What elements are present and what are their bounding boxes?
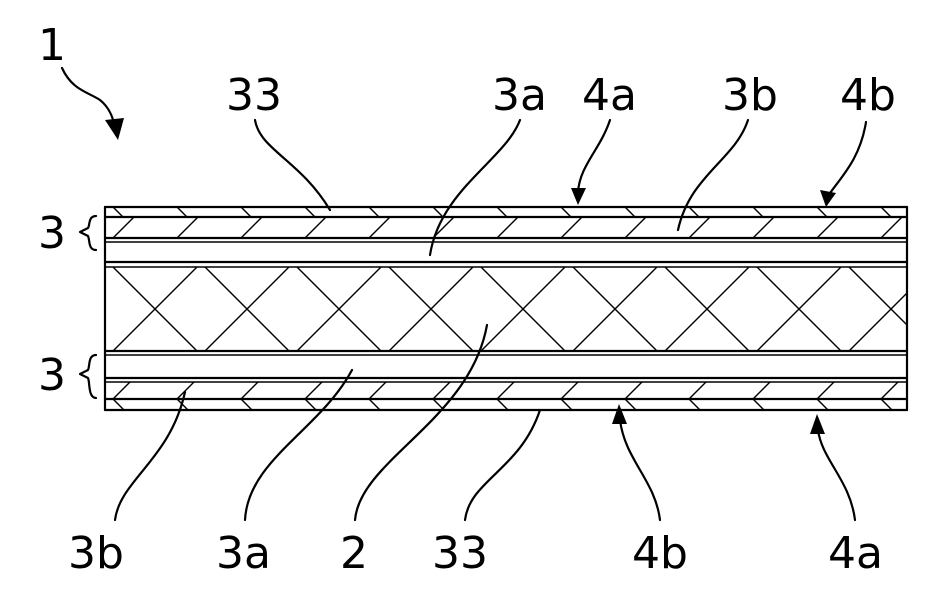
arrow-4a-top-icon	[571, 188, 586, 205]
label-top-4a: 4a	[582, 70, 637, 121]
leader-4a-bottom	[818, 430, 855, 520]
label-bottom-4a: 4a	[828, 528, 883, 579]
leader-4a-top	[578, 120, 610, 192]
coating-hatch-line	[369, 399, 380, 410]
label-top-3a: 3a	[492, 70, 547, 121]
coating-hatch-line	[433, 207, 443, 217]
label-top-3b: 3b	[722, 70, 778, 121]
coating-hatch-line	[497, 399, 508, 410]
bottom-coating-hatch	[113, 399, 892, 410]
arrow-4b-top-icon	[820, 190, 836, 207]
layer-3b-hatch-line	[561, 382, 578, 399]
laminate-body	[105, 207, 907, 410]
label-bottom-2: 2	[340, 528, 368, 579]
leader-4b-bottom	[620, 420, 660, 520]
layer-3b-hatch-line	[817, 382, 834, 399]
coating-hatch-line	[113, 207, 123, 217]
label-bottom-3a: 3a	[216, 528, 271, 579]
coating-hatch-line	[753, 399, 764, 410]
coating-hatch-line	[369, 207, 379, 217]
bracket-3-bottom	[80, 355, 96, 398]
coating-hatch-line	[689, 399, 700, 410]
coating-hatch-line	[305, 207, 315, 217]
label-figure-1: 1	[38, 20, 66, 71]
layer-3b-hatch-line	[433, 382, 450, 399]
layer-3b-hatch-line	[369, 382, 386, 399]
coating-hatch-line	[561, 207, 571, 217]
leader-lines	[62, 68, 866, 520]
layer-3b-hatch-line	[625, 217, 646, 238]
arrow-4b-bottom-icon	[612, 404, 627, 424]
coating-hatch-line	[305, 399, 316, 410]
bottom-layer-3b-hatch	[113, 382, 898, 399]
leader-4b-top	[828, 122, 866, 196]
layer-3b-hatch-line	[241, 217, 262, 238]
coating-hatch-line	[881, 207, 891, 217]
core-crosshatch	[113, 267, 907, 351]
layer-3b-hatch-line	[113, 217, 134, 238]
layer-3b-hatch-line	[177, 382, 194, 399]
label-bottom-4b: 4b	[632, 528, 688, 579]
layer-3b-hatch-line	[241, 382, 258, 399]
core-hatch-line	[849, 267, 907, 325]
coating-hatch-line	[817, 207, 827, 217]
leader-3b-bottom	[115, 392, 185, 520]
layer-3b-hatch-line	[305, 382, 322, 399]
layer-3b-hatch-line	[689, 382, 706, 399]
leader-3b-top	[678, 120, 748, 230]
layer-3b-hatch-line	[369, 217, 390, 238]
layer-3b-hatch-line	[881, 382, 898, 399]
leader-3a-top	[430, 120, 520, 255]
label-left-3-top: 3	[38, 208, 66, 259]
arrow-1-icon	[105, 118, 124, 140]
layer-3b-hatch-line	[497, 382, 514, 399]
coating-hatch-line	[241, 399, 252, 410]
coating-hatch-line	[177, 207, 187, 217]
coating-hatch-line	[753, 207, 763, 217]
layer-3b-hatch-line	[497, 217, 518, 238]
coating-hatch-line	[561, 399, 572, 410]
coating-hatch-line	[817, 399, 828, 410]
layer-3b-hatch-line	[561, 217, 582, 238]
layer-3b-hatch-line	[305, 217, 326, 238]
leader-33-top	[255, 120, 330, 210]
coating-hatch-line	[497, 207, 507, 217]
label-bottom-33: 33	[432, 528, 488, 579]
coating-hatch-line	[625, 399, 636, 410]
top-layer-3b-hatch	[113, 217, 902, 238]
core-hatch-line	[849, 293, 907, 351]
layer-3b-hatch-line	[753, 382, 770, 399]
bracket-3-top	[80, 216, 96, 250]
label-top-33: 33	[226, 70, 282, 121]
arrow-4a-bottom-icon	[810, 414, 825, 434]
reference-labels: 1 33 3a 4a 3b 4b 3 3 3b 3a 2 33 4b 4a	[38, 20, 896, 579]
layer-3b-hatch-line	[689, 217, 710, 238]
label-left-3-bottom: 3	[38, 350, 66, 401]
top-coating-hatch	[113, 207, 891, 217]
coating-hatch-line	[241, 207, 251, 217]
layer-3b-hatch-line	[753, 217, 774, 238]
coating-hatch-line	[689, 207, 699, 217]
coating-hatch-line	[625, 207, 635, 217]
layer-3b-hatch-line	[881, 217, 902, 238]
label-bottom-3b: 3b	[68, 528, 124, 579]
layer-3b-hatch-line	[817, 217, 838, 238]
leader-3a-bottom	[245, 370, 352, 520]
label-top-4b: 4b	[840, 70, 896, 121]
coating-hatch-line	[881, 399, 892, 410]
coating-hatch-line	[113, 399, 124, 410]
leader-33-bottom	[465, 410, 540, 520]
layer-3b-hatch-line	[625, 382, 642, 399]
layer-3b-hatch-line	[113, 382, 130, 399]
layer-3b-hatch-line	[177, 217, 198, 238]
